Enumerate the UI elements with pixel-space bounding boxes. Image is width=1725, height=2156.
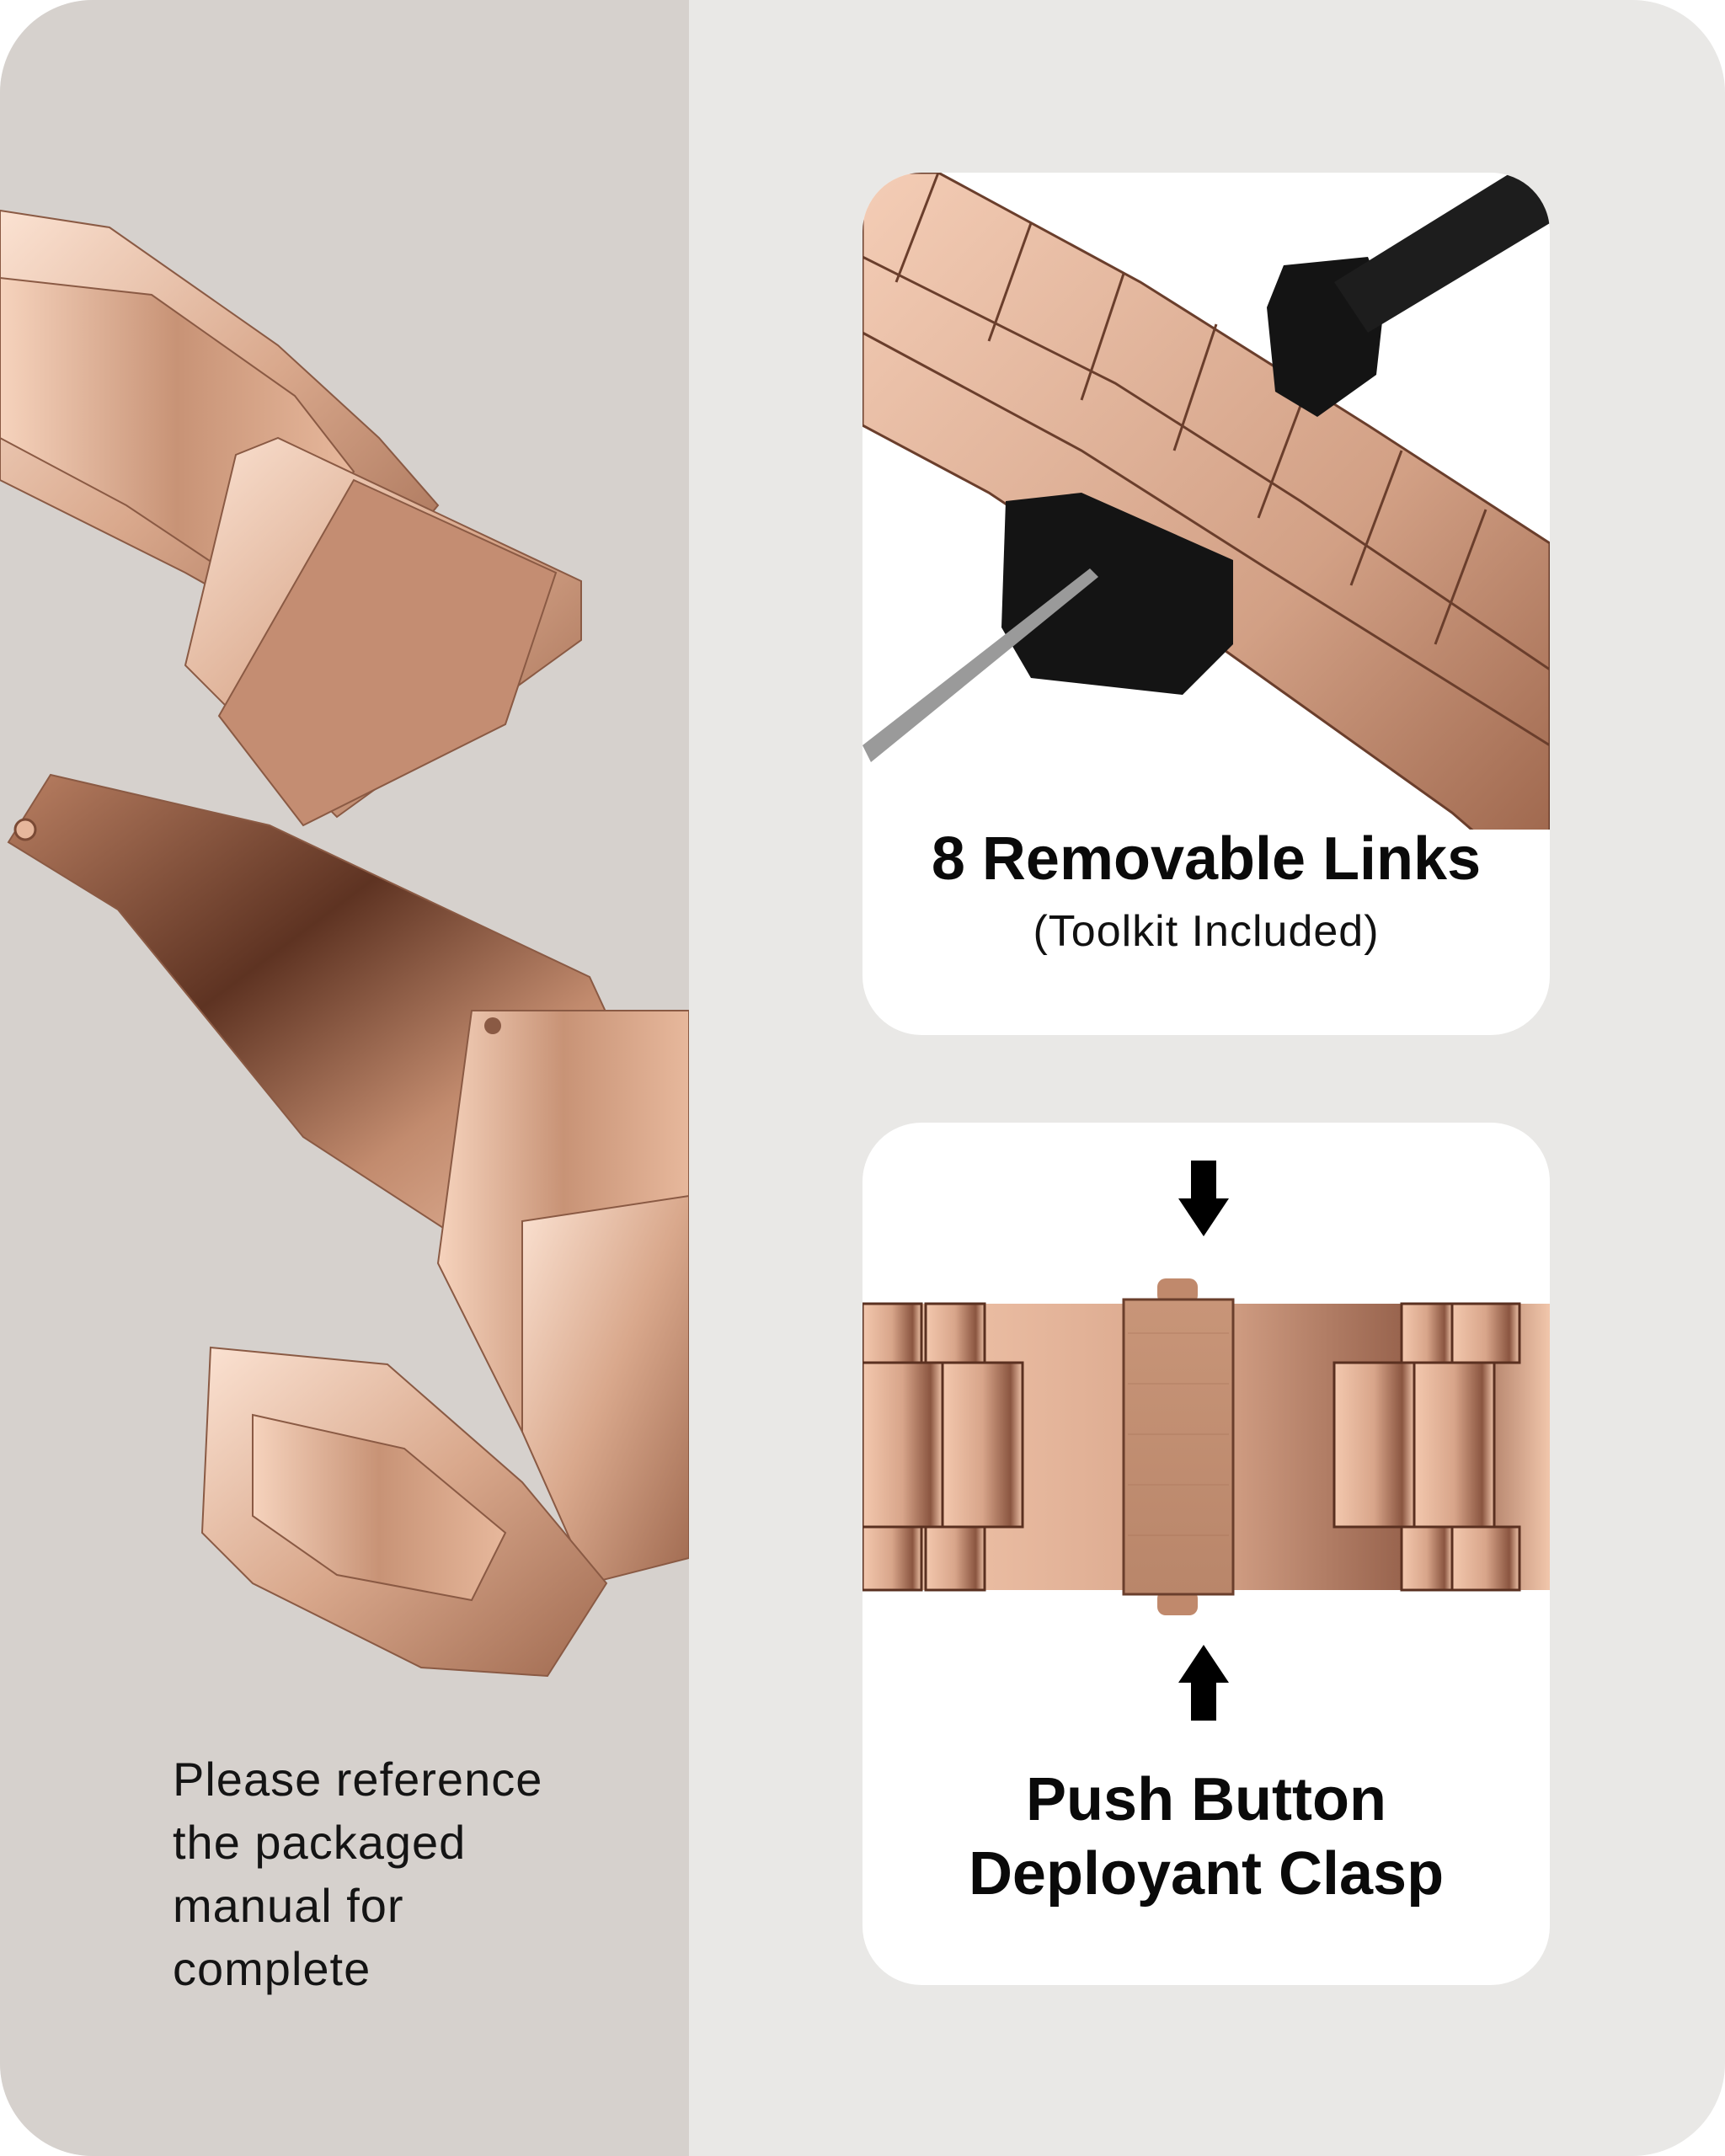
- title-line: Push Button: [1026, 1766, 1386, 1833]
- deployant-clasp-title: Push Button Deployant Clasp: [862, 1763, 1550, 1911]
- title-line: Deployant Clasp: [968, 1840, 1445, 1908]
- arrow-up-icon: [1178, 1645, 1229, 1721]
- deployant-clasp-card: Push Button Deployant Clasp: [862, 1123, 1550, 1985]
- removable-links-card: 8 Removable Links (Toolkit Included): [862, 173, 1550, 1035]
- note-line: Please reference: [173, 1753, 543, 1806]
- watch-band-image: [0, 209, 689, 1678]
- link-removal-tool-image: [862, 173, 1550, 830]
- note-line: manual for: [173, 1879, 404, 1932]
- note-line: the packaged: [173, 1816, 467, 1869]
- removable-links-title: 8 Removable Links: [931, 825, 1482, 893]
- left-panel: Please reference the packaged manual for…: [0, 0, 689, 2156]
- manual-reference-note: Please reference the packaged manual for…: [173, 1748, 644, 2000]
- arrow-down-icon: [1178, 1161, 1229, 1236]
- clasp-band-image: [862, 1278, 1550, 1615]
- toolkit-included-subtitle: (Toolkit Included): [1033, 907, 1380, 956]
- note-line: complete: [173, 1942, 371, 1995]
